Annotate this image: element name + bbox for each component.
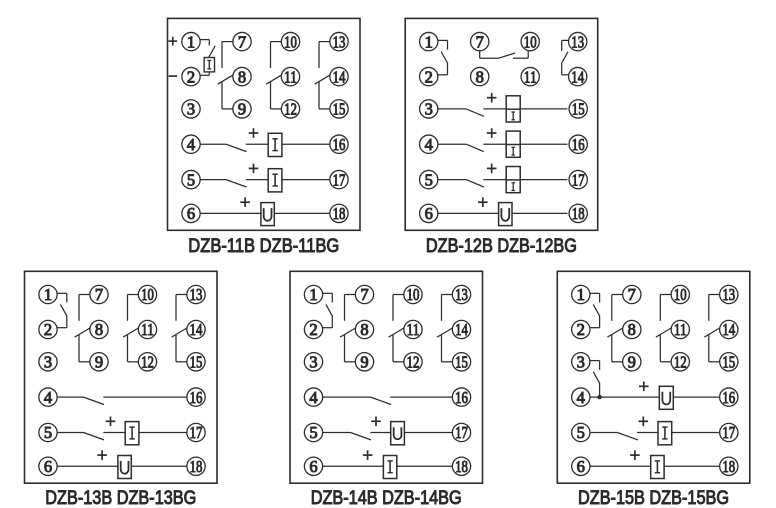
svg-text:4: 4 — [425, 135, 433, 154]
svg-text:4: 4 — [309, 388, 317, 407]
svg-text:DZB-15B DZB-15BG: DZB-15B DZB-15BG — [578, 488, 729, 508]
svg-text:16: 16 — [455, 388, 468, 407]
svg-text:14: 14 — [190, 320, 203, 339]
svg-text:2: 2 — [309, 320, 317, 339]
svg-text:6: 6 — [425, 204, 433, 223]
svg-text:13: 13 — [190, 285, 203, 304]
svg-text:17: 17 — [190, 423, 203, 442]
svg-text:10: 10 — [524, 32, 537, 51]
svg-text:2: 2 — [44, 320, 52, 339]
svg-text:5: 5 — [187, 170, 195, 189]
svg-text:6: 6 — [44, 457, 52, 476]
svg-text:DZB-11B DZB-11BG: DZB-11B DZB-11BG — [188, 236, 339, 257]
svg-text:17: 17 — [333, 170, 346, 189]
svg-text:14: 14 — [722, 320, 735, 339]
svg-text:15: 15 — [722, 353, 735, 372]
svg-text:14: 14 — [571, 67, 584, 86]
svg-text:2: 2 — [425, 67, 433, 86]
svg-text:4: 4 — [187, 135, 195, 154]
svg-text:13: 13 — [333, 32, 346, 51]
svg-text:1: 1 — [577, 285, 585, 304]
svg-text:4: 4 — [577, 388, 585, 407]
svg-text:16: 16 — [190, 388, 203, 407]
svg-text:5: 5 — [425, 170, 433, 189]
svg-text:DZB-13B DZB-13BG: DZB-13B DZB-13BG — [45, 488, 196, 508]
svg-text:13: 13 — [722, 285, 735, 304]
svg-text:11: 11 — [141, 320, 154, 339]
svg-text:9: 9 — [238, 100, 246, 119]
svg-text:11: 11 — [524, 67, 537, 86]
svg-text:18: 18 — [190, 457, 203, 476]
svg-text:5: 5 — [309, 423, 317, 442]
svg-text:7: 7 — [628, 285, 636, 304]
svg-text:9: 9 — [95, 353, 103, 372]
svg-text:10: 10 — [284, 32, 297, 51]
svg-text:1: 1 — [187, 32, 195, 51]
svg-text:1: 1 — [44, 285, 52, 304]
svg-text:3: 3 — [44, 353, 52, 372]
svg-text:DZB-12B DZB-12BG: DZB-12B DZB-12BG — [426, 236, 577, 257]
svg-text:12: 12 — [674, 353, 687, 372]
svg-text:15: 15 — [190, 353, 203, 372]
svg-text:12: 12 — [141, 353, 154, 372]
svg-text:12: 12 — [407, 353, 420, 372]
svg-text:6: 6 — [187, 204, 195, 223]
svg-text:16: 16 — [333, 135, 346, 154]
svg-text:18: 18 — [333, 204, 346, 223]
svg-text:14: 14 — [333, 67, 346, 86]
svg-text:10: 10 — [407, 285, 420, 304]
svg-text:16: 16 — [572, 135, 585, 154]
svg-text:17: 17 — [455, 423, 468, 442]
svg-text:8: 8 — [476, 67, 484, 86]
svg-text:7: 7 — [360, 285, 368, 304]
svg-text:3: 3 — [309, 353, 317, 372]
svg-text:DZB-14B DZB-14BG: DZB-14B DZB-14BG — [311, 488, 462, 508]
svg-text:7: 7 — [238, 32, 246, 51]
svg-text:3: 3 — [577, 353, 585, 372]
svg-text:8: 8 — [360, 320, 368, 339]
svg-text:6: 6 — [577, 457, 585, 476]
svg-text:8: 8 — [95, 320, 103, 339]
svg-text:10: 10 — [141, 285, 154, 304]
svg-text:15: 15 — [333, 100, 346, 119]
svg-text:17: 17 — [572, 170, 585, 189]
svg-text:13: 13 — [455, 285, 468, 304]
svg-text:7: 7 — [476, 32, 484, 51]
svg-text:8: 8 — [628, 320, 636, 339]
svg-text:18: 18 — [722, 457, 735, 476]
svg-text:2: 2 — [187, 67, 195, 86]
svg-text:8: 8 — [238, 67, 246, 86]
svg-text:17: 17 — [722, 423, 735, 442]
svg-text:7: 7 — [95, 285, 103, 304]
svg-text:13: 13 — [571, 32, 584, 51]
svg-text:11: 11 — [284, 67, 297, 86]
svg-text:15: 15 — [455, 353, 468, 372]
svg-text:3: 3 — [187, 100, 195, 119]
svg-text:5: 5 — [577, 423, 585, 442]
svg-text:1: 1 — [309, 285, 317, 304]
svg-text:1: 1 — [425, 32, 433, 51]
svg-text:18: 18 — [572, 204, 585, 223]
svg-text:9: 9 — [628, 353, 636, 372]
svg-text:18: 18 — [455, 457, 468, 476]
svg-text:10: 10 — [674, 285, 687, 304]
svg-text:12: 12 — [284, 100, 297, 119]
svg-text:11: 11 — [674, 320, 687, 339]
svg-text:16: 16 — [722, 388, 735, 407]
svg-text:15: 15 — [572, 100, 585, 119]
svg-text:9: 9 — [360, 353, 368, 372]
svg-text:4: 4 — [44, 388, 52, 407]
svg-text:3: 3 — [425, 100, 433, 119]
svg-text:14: 14 — [455, 320, 468, 339]
svg-text:5: 5 — [44, 423, 52, 442]
svg-text:11: 11 — [407, 320, 420, 339]
svg-text:2: 2 — [577, 320, 585, 339]
svg-text:6: 6 — [309, 457, 317, 476]
